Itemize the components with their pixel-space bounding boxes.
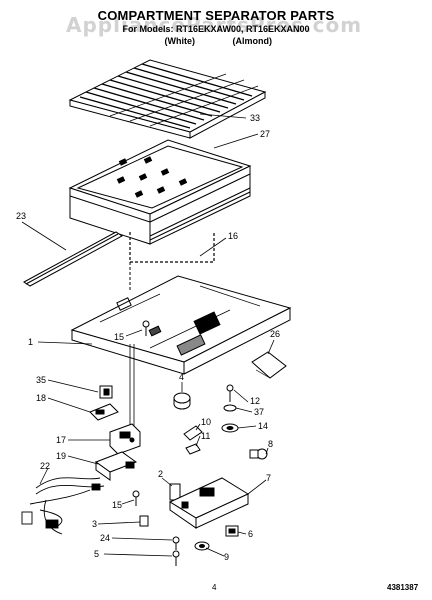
callout-15-bottom: 15 xyxy=(112,500,122,510)
part-11-clip xyxy=(185,443,201,455)
callout-12: 12 xyxy=(250,396,260,406)
part-4-cap xyxy=(173,392,191,410)
part-1-separator xyxy=(70,275,292,375)
callout-14: 14 xyxy=(258,421,268,431)
part-7-housing xyxy=(168,477,250,529)
callout-37: 37 xyxy=(254,407,264,417)
part-22-harness xyxy=(21,477,105,535)
callout-11: 11 xyxy=(201,431,210,441)
part-8-bulb xyxy=(249,448,268,460)
callout-8: 8 xyxy=(268,439,273,449)
part-6-switch xyxy=(225,525,239,537)
callout-2: 2 xyxy=(158,469,163,479)
callout-17: 17 xyxy=(56,435,66,445)
part-12-screw xyxy=(226,384,234,402)
part-26-insulation xyxy=(251,351,287,379)
callout-18: 18 xyxy=(36,393,46,403)
callout-22: 22 xyxy=(40,461,50,471)
callout-27: 27 xyxy=(260,129,270,139)
part-27-frame xyxy=(68,139,252,245)
part-35-knob xyxy=(99,385,113,399)
part-16-tube xyxy=(129,232,215,292)
part-9-grommet xyxy=(194,541,210,551)
callout-19: 19 xyxy=(56,451,66,461)
color-white: (White) xyxy=(164,36,195,46)
part-5-screw xyxy=(172,550,180,566)
part-23-strip xyxy=(23,231,123,287)
callout-23: 23 xyxy=(16,211,26,221)
callout-15-top: 15 xyxy=(114,332,124,342)
callout-26: 26 xyxy=(270,329,280,339)
part-24-screw xyxy=(172,536,180,550)
leader-lines xyxy=(21,113,275,557)
model-numbers: For Models: RT16EKXAW00, RT16EKXAN00 xyxy=(122,24,310,34)
callout-4: 4 xyxy=(179,372,184,382)
watermark: AppliancePartsPros.com xyxy=(66,13,363,37)
callout-3: 3 xyxy=(92,519,97,529)
part-15-screw-bottom xyxy=(132,490,140,506)
color-almond: (Almond) xyxy=(232,36,273,46)
part-10-sensor xyxy=(183,425,203,441)
part-18-bracket xyxy=(89,403,119,421)
color-variants: (White) (Almond) xyxy=(0,36,432,46)
callout-33: 33 xyxy=(250,113,260,123)
part-14-grommet xyxy=(221,423,239,433)
part-19-damper xyxy=(94,451,138,481)
page-title: COMPARTMENT SEPARATOR PARTS xyxy=(97,8,335,23)
callout-35: 35 xyxy=(36,375,46,385)
callout-10: 10 xyxy=(201,417,211,427)
part-3-clip xyxy=(139,515,149,527)
part-15-screw-top xyxy=(142,320,150,336)
part-33-grille xyxy=(68,59,267,139)
callout-1: 1 xyxy=(28,337,33,347)
callout-24: 24 xyxy=(100,533,110,543)
part-37-washer xyxy=(223,404,237,412)
callout-6: 6 xyxy=(248,529,253,539)
callout-16: 16 xyxy=(228,231,238,241)
callout-7: 7 xyxy=(266,473,271,483)
callout-labels: 33 27 23 16 1 15 26 35 18 17 19 22 15 4 … xyxy=(16,113,280,562)
part-17-thermostat xyxy=(109,423,141,455)
callout-5: 5 xyxy=(94,549,99,559)
document-code: 4381387 xyxy=(387,583,419,592)
page-number: 4 xyxy=(212,583,217,592)
callout-9: 9 xyxy=(224,552,229,562)
